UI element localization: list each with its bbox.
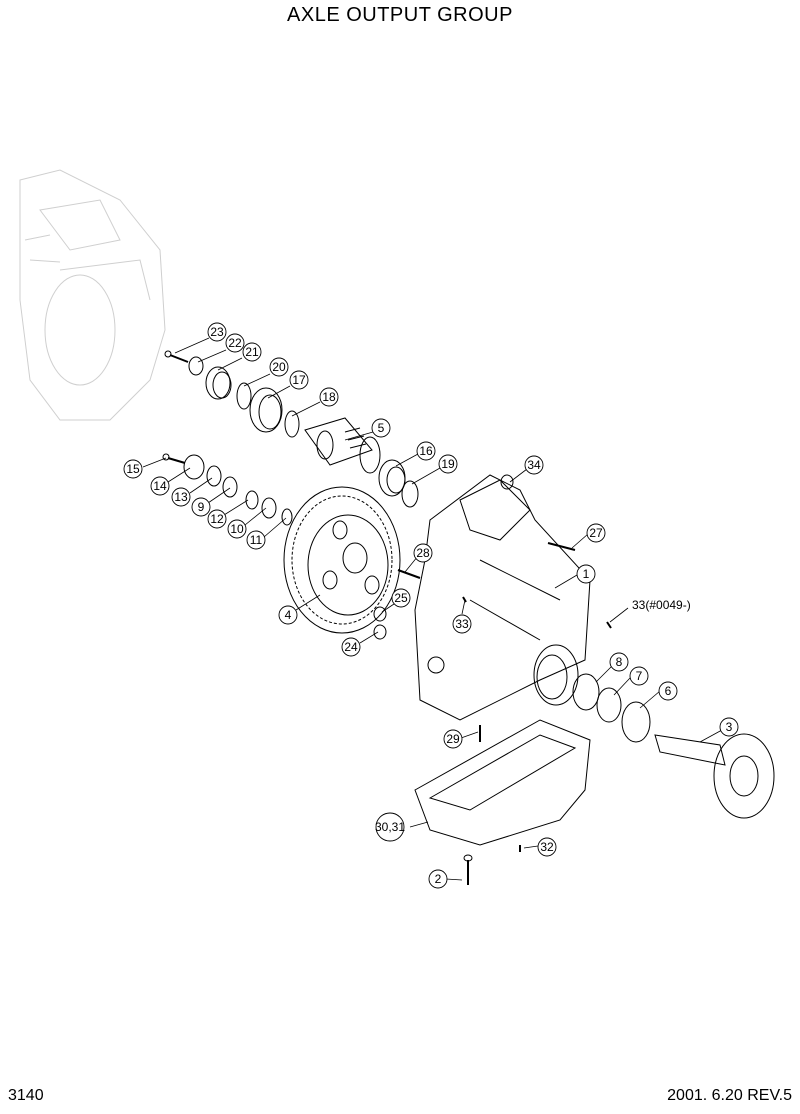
svg-text:27: 27: [589, 526, 603, 540]
background-housing-sketch: [19, 169, 166, 421]
svg-text:25: 25: [394, 591, 408, 605]
svg-text:18: 18: [322, 390, 336, 404]
callout-27: 27: [586, 523, 606, 543]
callout-19: 19: [438, 454, 458, 474]
callout-12: 12: [207, 509, 227, 529]
svg-text:2: 2: [435, 872, 442, 886]
upper-bearing-stack: [164, 350, 300, 438]
callout-32: 32: [537, 837, 557, 857]
svg-text:20: 20: [272, 360, 286, 374]
lower-small-parts-stack: [162, 453, 293, 526]
svg-text:10: 10: [230, 522, 244, 536]
svg-text:19: 19: [441, 457, 455, 471]
callout-10: 10: [227, 519, 247, 539]
output-shaft-group: [572, 673, 775, 819]
callout-7: 7: [629, 666, 649, 686]
svg-text:15: 15: [126, 462, 140, 476]
callout-2: 2: [428, 869, 448, 889]
svg-text:23: 23: [210, 325, 224, 339]
svg-text:30,31: 30,31: [375, 820, 405, 834]
svg-text:3: 3: [726, 720, 733, 734]
callout-29: 29: [443, 729, 463, 749]
diagram-title: AXLE OUTPUT GROUP: [287, 4, 513, 26]
callout-13: 13: [171, 487, 191, 507]
svg-text:21: 21: [245, 345, 259, 359]
callout-24: 24: [341, 637, 361, 657]
svg-text:14: 14: [153, 479, 167, 493]
plugs-24-25: [373, 606, 387, 640]
revision-label: 2001. 6.20 REV.5: [667, 1087, 792, 1104]
main-housing: [414, 474, 591, 721]
svg-text:4: 4: [285, 608, 292, 622]
callout-5: 5: [371, 418, 391, 438]
svg-text:1: 1: [583, 567, 590, 581]
svg-text:34: 34: [527, 458, 541, 472]
callout-8: 8: [609, 652, 629, 672]
svg-text:6: 6: [665, 684, 672, 698]
callout-34: 34: [524, 455, 544, 475]
svg-text:17: 17: [292, 373, 306, 387]
callout-11: 11: [246, 530, 266, 550]
pinion-shaft: [304, 417, 381, 474]
callout-21: 21: [242, 342, 262, 362]
callout-balloons: 23 22 21 20 17 18 5 16 19 34 15 14 13 9 …: [123, 322, 739, 889]
svg-text:7: 7: [636, 669, 643, 683]
svg-text:16: 16: [419, 444, 433, 458]
callout-15: 15: [123, 459, 143, 479]
callout-23: 23: [207, 322, 227, 342]
callout-33-serial: 33(#0049-): [632, 598, 691, 612]
svg-text:29: 29: [446, 732, 460, 746]
svg-text:32: 32: [540, 840, 554, 854]
large-gear: [283, 486, 401, 634]
pinion-bearing: [378, 459, 419, 508]
svg-text:28: 28: [416, 546, 430, 560]
callout-6: 6: [658, 681, 678, 701]
callout-25: 25: [391, 588, 411, 608]
callout-16: 16: [416, 441, 436, 461]
leader-lines: [142, 337, 723, 881]
svg-text:24: 24: [344, 640, 358, 654]
svg-text:22: 22: [228, 336, 242, 350]
callout-18: 18: [319, 387, 339, 407]
svg-text:13: 13: [174, 490, 188, 504]
callout-14: 14: [150, 476, 170, 496]
callout-20: 20: [269, 357, 289, 377]
callout-30-31: 30,31: [375, 812, 405, 842]
callout-17: 17: [289, 370, 309, 390]
svg-text:11: 11: [250, 533, 263, 547]
svg-text:33: 33: [455, 617, 469, 631]
svg-text:8: 8: [616, 655, 623, 669]
page-number: 3140: [8, 1087, 44, 1104]
callout-1: 1: [576, 564, 596, 584]
svg-text:5: 5: [378, 421, 385, 435]
svg-text:12: 12: [210, 512, 224, 526]
svg-text:9: 9: [198, 500, 205, 514]
callout-3: 3: [719, 717, 739, 737]
callout-22: 22: [225, 333, 245, 353]
callout-33: 33: [452, 614, 472, 634]
callout-9: 9: [191, 497, 211, 517]
housing-bolts: [397, 542, 612, 629]
callout-28: 28: [413, 543, 433, 563]
callout-4: 4: [278, 605, 298, 625]
oil-pan: [414, 719, 591, 885]
